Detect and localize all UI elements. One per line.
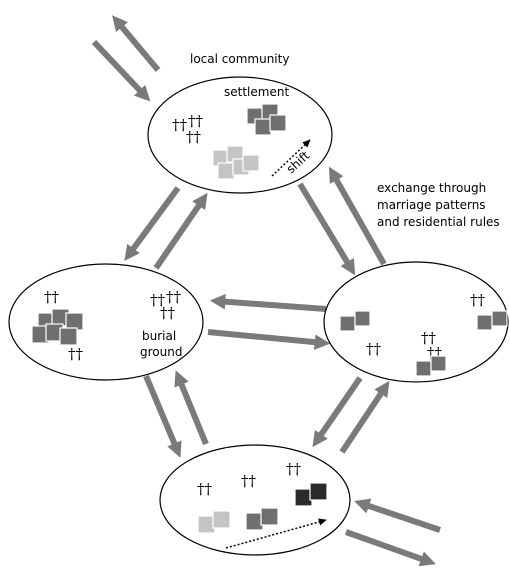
burial-crosses-left-a: †† <box>44 288 60 306</box>
arrow-external-top-in <box>91 39 151 102</box>
svg-text:††: †† <box>188 112 204 130</box>
svg-text:††: †† <box>186 128 202 146</box>
label-settlement: settlement <box>224 85 289 99</box>
label-ground: ground <box>140 345 182 359</box>
arrow-bottom-to-left <box>174 370 209 446</box>
burial-crosses-right-c: †† <box>366 340 382 358</box>
arrow-left-to-right <box>207 329 331 350</box>
arrow-bottom-to-right <box>339 380 390 454</box>
settlement-squares-right-b <box>476 310 508 331</box>
arrow-external-top-out <box>111 15 161 72</box>
arrow-right-to-top <box>328 166 387 266</box>
burial-ground-crosses: †† †† †† <box>150 288 182 322</box>
community-top <box>147 76 333 194</box>
arrow-left-to-top <box>153 192 208 270</box>
label-burial: burial <box>142 329 176 343</box>
shift-arrow-bottom <box>225 518 327 549</box>
settlement-squares-bottom-dark <box>294 482 328 507</box>
arrow-right-to-bottom <box>312 376 363 448</box>
arrow-left-to-bottom <box>143 374 182 458</box>
arrow-external-bottom-out <box>344 529 436 567</box>
burial-crosses-bottom-c: †† <box>286 460 302 478</box>
burial-crosses-bottom-a: †† <box>197 480 213 498</box>
community-right <box>323 261 509 383</box>
burial-crosses-right-a: †† <box>470 291 486 309</box>
svg-text:††: †† <box>172 116 188 134</box>
burial-crosses-bottom-b: †† <box>241 472 257 490</box>
exchange-arrows <box>91 15 441 567</box>
settlement-squares-right-a <box>339 310 371 332</box>
burial-crosses-top: †† †† †† <box>172 112 204 146</box>
arrow-external-bottom-in <box>354 498 441 533</box>
burial-crosses-left-b: †† <box>68 345 84 363</box>
settlement-squares-bottom-mid <box>245 507 279 531</box>
burial-crosses-right-b: †† <box>421 329 437 347</box>
svg-text:††: †† <box>150 291 166 309</box>
label-exchange-line3: and residential rules <box>377 215 500 229</box>
community-left <box>8 263 204 381</box>
settlement-squares-top <box>246 103 287 136</box>
settlement-squares-bottom-light <box>197 510 231 534</box>
shift-arrow-top <box>271 139 311 177</box>
arrow-top-to-right <box>297 182 356 276</box>
abandoned-settlement-squares-top <box>212 145 260 180</box>
label-exchange-line2: marriage patterns <box>377 198 486 212</box>
settlement-squares-left <box>31 308 84 346</box>
label-local-community: local community <box>190 52 289 66</box>
settlement-squares-right-c <box>415 355 447 377</box>
svg-text:††: †† <box>160 304 176 322</box>
arrow-right-to-left <box>209 293 327 312</box>
svg-text:††: †† <box>166 288 182 306</box>
arrow-top-to-left <box>124 186 181 262</box>
label-exchange-line1: exchange through <box>377 181 486 195</box>
